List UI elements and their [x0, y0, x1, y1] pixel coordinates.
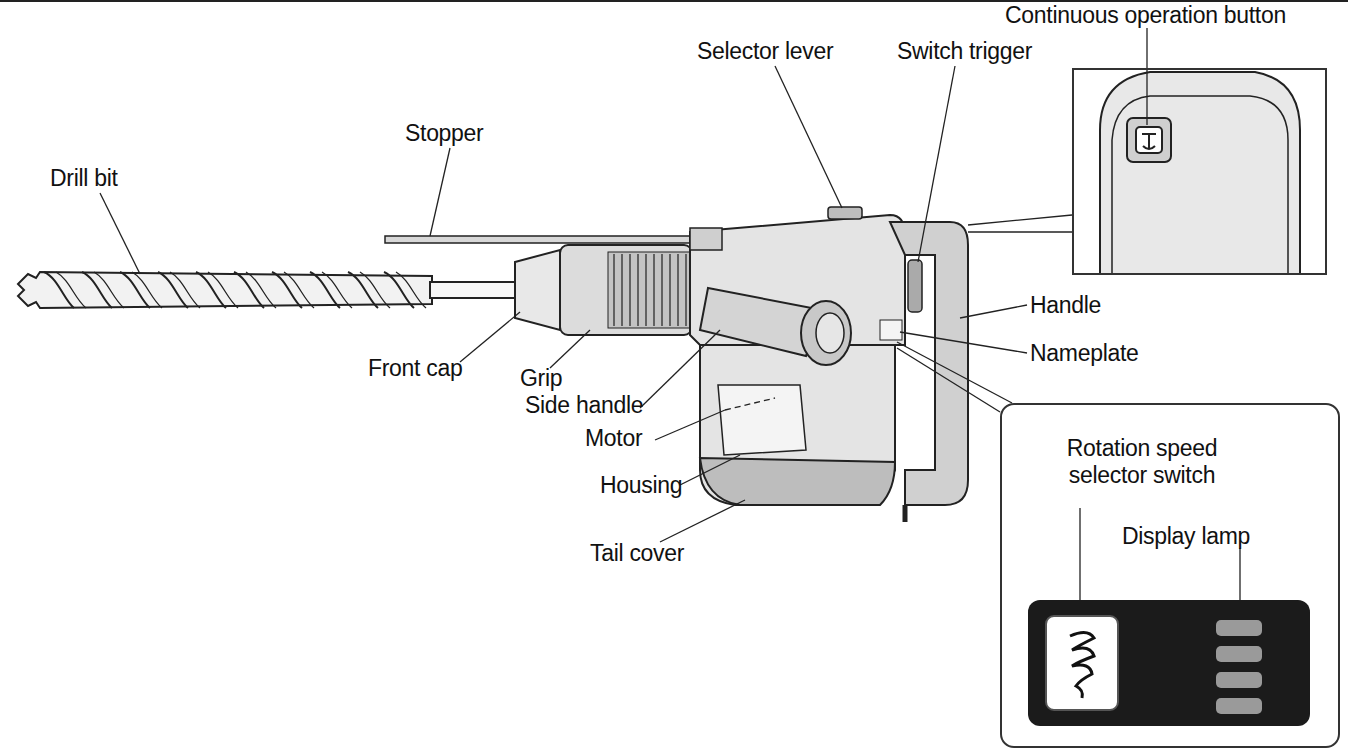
panel-symbols	[1028, 600, 1310, 726]
stopper-rod	[385, 236, 710, 243]
power-cord	[903, 505, 908, 522]
leader-lines	[100, 28, 1240, 618]
side-handle	[700, 288, 851, 365]
part-label: Grip	[520, 365, 562, 391]
motor-housing	[700, 345, 895, 505]
inset-callout: Continuous operation button	[1000, 0, 1345, 280]
switch-trigger	[908, 260, 922, 312]
part-label: Selector lever	[697, 38, 833, 64]
nameplate	[880, 320, 902, 340]
drill-bit	[18, 272, 518, 308]
control-panel	[1028, 600, 1310, 726]
part-label: Tail cover	[590, 540, 684, 566]
rear-handle	[890, 222, 968, 505]
part-label: Drill bit	[50, 165, 118, 191]
inset-panel: Rotation speed selector switchDisplay la…	[1000, 403, 1340, 748]
tail-cover	[700, 458, 895, 505]
part-label: Housing	[600, 472, 682, 498]
callout-heading: Rotation speed selector switch	[1027, 435, 1257, 489]
callout-heading: Continuous operation button	[1005, 2, 1345, 29]
front-cap	[515, 250, 560, 330]
inset-frame	[1072, 68, 1327, 275]
part-label: Front cap	[368, 355, 462, 381]
selector-lever	[828, 207, 862, 219]
grip	[560, 245, 692, 335]
part-label: Switch trigger	[897, 38, 1032, 64]
callout-label: Display lamp	[1122, 523, 1282, 550]
housing-panel	[718, 385, 806, 455]
part-label: Stopper	[405, 120, 483, 146]
part-label: Handle	[1030, 292, 1101, 318]
part-label: Motor	[585, 425, 642, 451]
top-rule	[0, 0, 1348, 2]
part-label: Nameplate	[1030, 340, 1139, 366]
inset-handle-top	[1100, 72, 1300, 275]
stopper-clamp	[690, 228, 722, 250]
part-label: Side handle	[525, 392, 643, 418]
